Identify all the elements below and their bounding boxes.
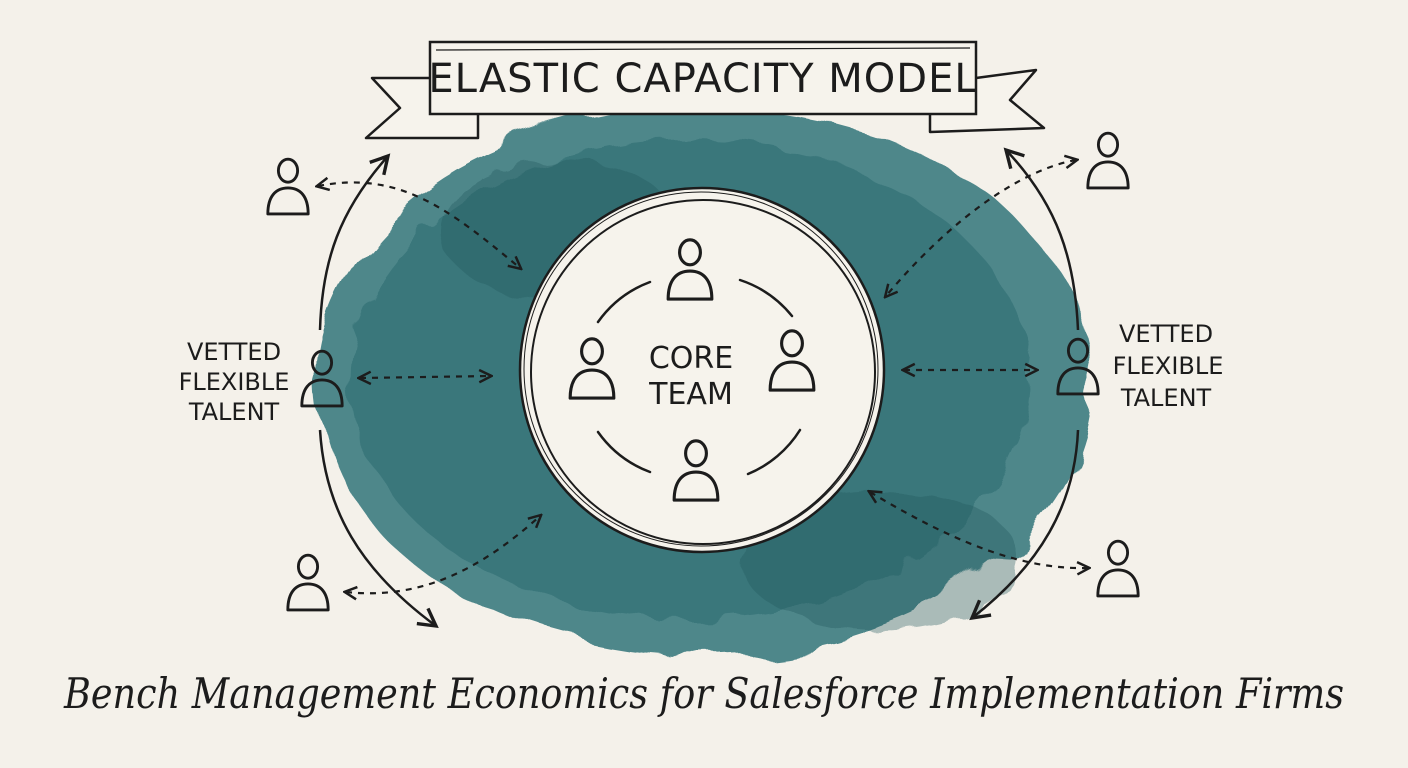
dashed-arrow-mid-left xyxy=(360,376,490,378)
core-label-line1: CORE xyxy=(649,341,733,376)
dashed-arrow-bottom-left xyxy=(346,516,540,593)
diagram-caption: Bench Management Economics for Salesforc… xyxy=(63,669,1344,718)
talent-person-top-left-icon xyxy=(266,157,310,216)
dashed-arrow-top-left xyxy=(318,182,520,268)
core-label-line2: TEAM xyxy=(648,377,733,412)
left-label-line2: FLEXIBLE xyxy=(179,368,290,396)
talent-person-bottom-left-icon xyxy=(286,553,330,612)
diagram-title: ELASTIC CAPACITY MODEL xyxy=(428,56,977,102)
core-circle: CORE TEAM xyxy=(518,186,886,554)
dashed-arrow-bottom-right xyxy=(870,492,1088,568)
dashed-arrows xyxy=(318,160,1088,593)
title-banner: ELASTIC CAPACITY MODEL xyxy=(364,40,1046,140)
left-talent-label: VETTED FLEXIBLE TALENT xyxy=(179,338,290,426)
right-label-line1: VETTED xyxy=(1119,320,1213,348)
right-label-line3: TALENT xyxy=(1120,384,1212,412)
right-talent-label: VETTED FLEXIBLE TALENT xyxy=(1113,320,1224,412)
core-ring-arcs xyxy=(596,278,802,476)
talent-person-top-right-icon xyxy=(1086,131,1130,190)
left-label-line3: TALENT xyxy=(188,398,280,426)
right-label-line2: FLEXIBLE xyxy=(1113,352,1224,380)
talent-person-bottom-right-icon xyxy=(1096,539,1140,598)
left-label-line1: VETTED xyxy=(187,338,281,366)
